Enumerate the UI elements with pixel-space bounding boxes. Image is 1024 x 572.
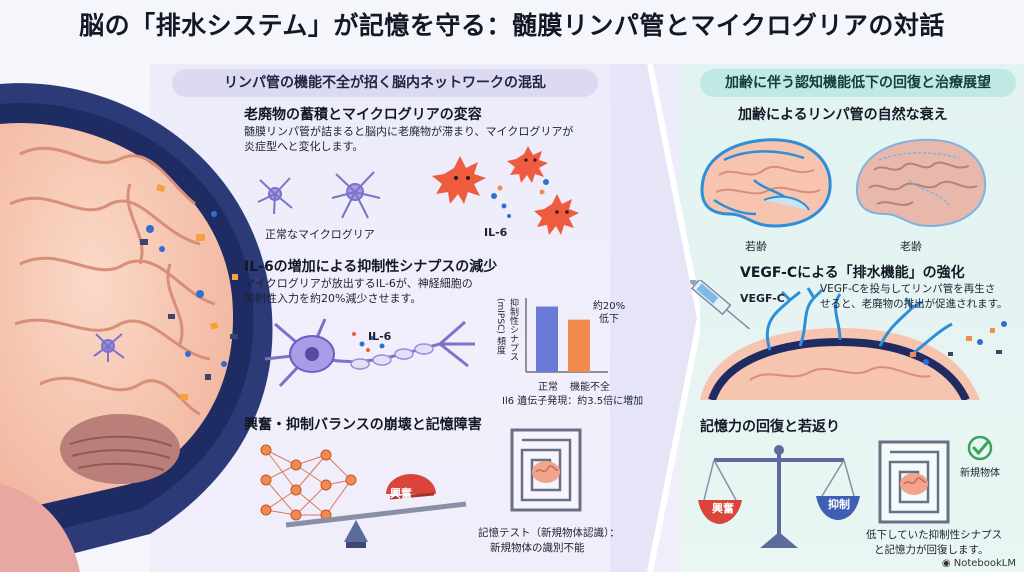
- normal-microglia-illustration: [257, 171, 381, 219]
- scale-inhibition-label: 抑制: [828, 498, 850, 511]
- maze-caption-2: 新規物体の識別不能: [490, 542, 585, 554]
- network-seesaw-illustration: [260, 444, 467, 548]
- syringe-label: VEGF-C: [740, 292, 785, 305]
- brain-cross-section-illustration: [0, 83, 273, 572]
- young-old-brain-illustration: [700, 138, 987, 228]
- footer-brand-text: NotebookLM: [953, 558, 1016, 569]
- page-title: 脳の「排水システム」が記憶を守る：髄膜リンパ管とマイクログリアの対話: [79, 11, 945, 40]
- il6-label: IL-6: [484, 226, 508, 239]
- seesaw-excitation-label: 興奮: [390, 487, 412, 500]
- vegfc-heading: VEGF-Cによる「排水機能」の強化: [740, 265, 965, 281]
- chart-annotation-line1: 約20%: [592, 301, 626, 312]
- maze-recovered-illustration: [878, 440, 950, 524]
- il6-synapse-heading: IL-6の増加による抑制性シナプスの減少: [244, 259, 498, 275]
- chart-category-normal: 正常: [538, 382, 558, 393]
- young-label: 若齢: [745, 240, 767, 253]
- neuron-illustration: [264, 318, 475, 388]
- normal-microglia-label: 正常なマイクログリア: [265, 228, 375, 241]
- vegfc-text-1: VEGF-Cを投与してリンパ管を再生さ: [820, 283, 996, 295]
- aging-lymph-heading: 加齢によるリンパ管の自然な衰え: [738, 107, 948, 123]
- notebooklm-logo-icon: ◉: [941, 558, 951, 569]
- recovery-caption-2: と記憶力が回復します。: [874, 544, 989, 556]
- memory-recovery-heading: 記憶力の回復と若返り: [700, 419, 840, 435]
- inflamed-microglia-illustration: [432, 146, 579, 235]
- waste-accumulation-text-2: 炎症型へと変化します。: [244, 140, 364, 153]
- il6-synapse-text-1: マイクログリアが放出するIL-6が、神経細胞の: [244, 277, 473, 290]
- vegfc-text-2: せると、老廃物の排出が促進されます。: [820, 298, 1008, 310]
- checkmark-icon: [967, 435, 993, 461]
- scale-excitation-label: 興奮: [712, 502, 734, 515]
- balance-collapse-heading: 興奮・抑制バランスの崩壊と記憶障害: [244, 417, 482, 433]
- neuron-il6-label: IL-6: [368, 330, 392, 343]
- new-object-label: 新規物体: [960, 468, 1000, 479]
- synapse-bar-chart: [525, 298, 608, 373]
- maze-caption-1: 記憶テスト（新規物体認識）：: [478, 527, 620, 539]
- chart-ylabel: 抑制性シナプス (mIPSC) 頻度: [495, 298, 518, 361]
- footer-brand: ◉ NotebookLM: [942, 558, 1016, 569]
- panel-arrow: [610, 64, 700, 572]
- vegfc-brain-illustration: [690, 280, 1007, 400]
- il6-expression-note: Il6 遺伝子発現：約3.5倍に増加: [502, 396, 644, 407]
- chart-bar-impaired: [568, 319, 590, 372]
- maze-illustration: [510, 428, 582, 512]
- il6-synapse-text-2: 抑制性入力を約20%減少させます。: [244, 292, 422, 305]
- chart-category-impaired: 機能不全: [570, 382, 610, 393]
- right-section-header: 加齢に伴う認知機能低下の回復と治療展望: [700, 69, 1016, 97]
- balance-scale-illustration: [698, 445, 860, 548]
- chart-annotation-line2: 低下: [599, 314, 619, 325]
- chart-annotation: 約20% 低下: [584, 300, 634, 326]
- old-label: 老齢: [900, 240, 922, 253]
- chart-bar-normal: [536, 306, 558, 372]
- left-section-header: リンパ管の機能不全が招く脳内ネットワークの混乱: [172, 69, 598, 97]
- waste-accumulation-text-1: 髄膜リンパ管が詰まると脳内に老廃物が滞まり、マイクログリアが: [244, 125, 574, 138]
- recovery-caption-1: 低下していた抑制性シナプス: [866, 529, 1003, 541]
- waste-accumulation-heading: 老廃物の蓄積とマイクログリアの変容: [244, 107, 482, 123]
